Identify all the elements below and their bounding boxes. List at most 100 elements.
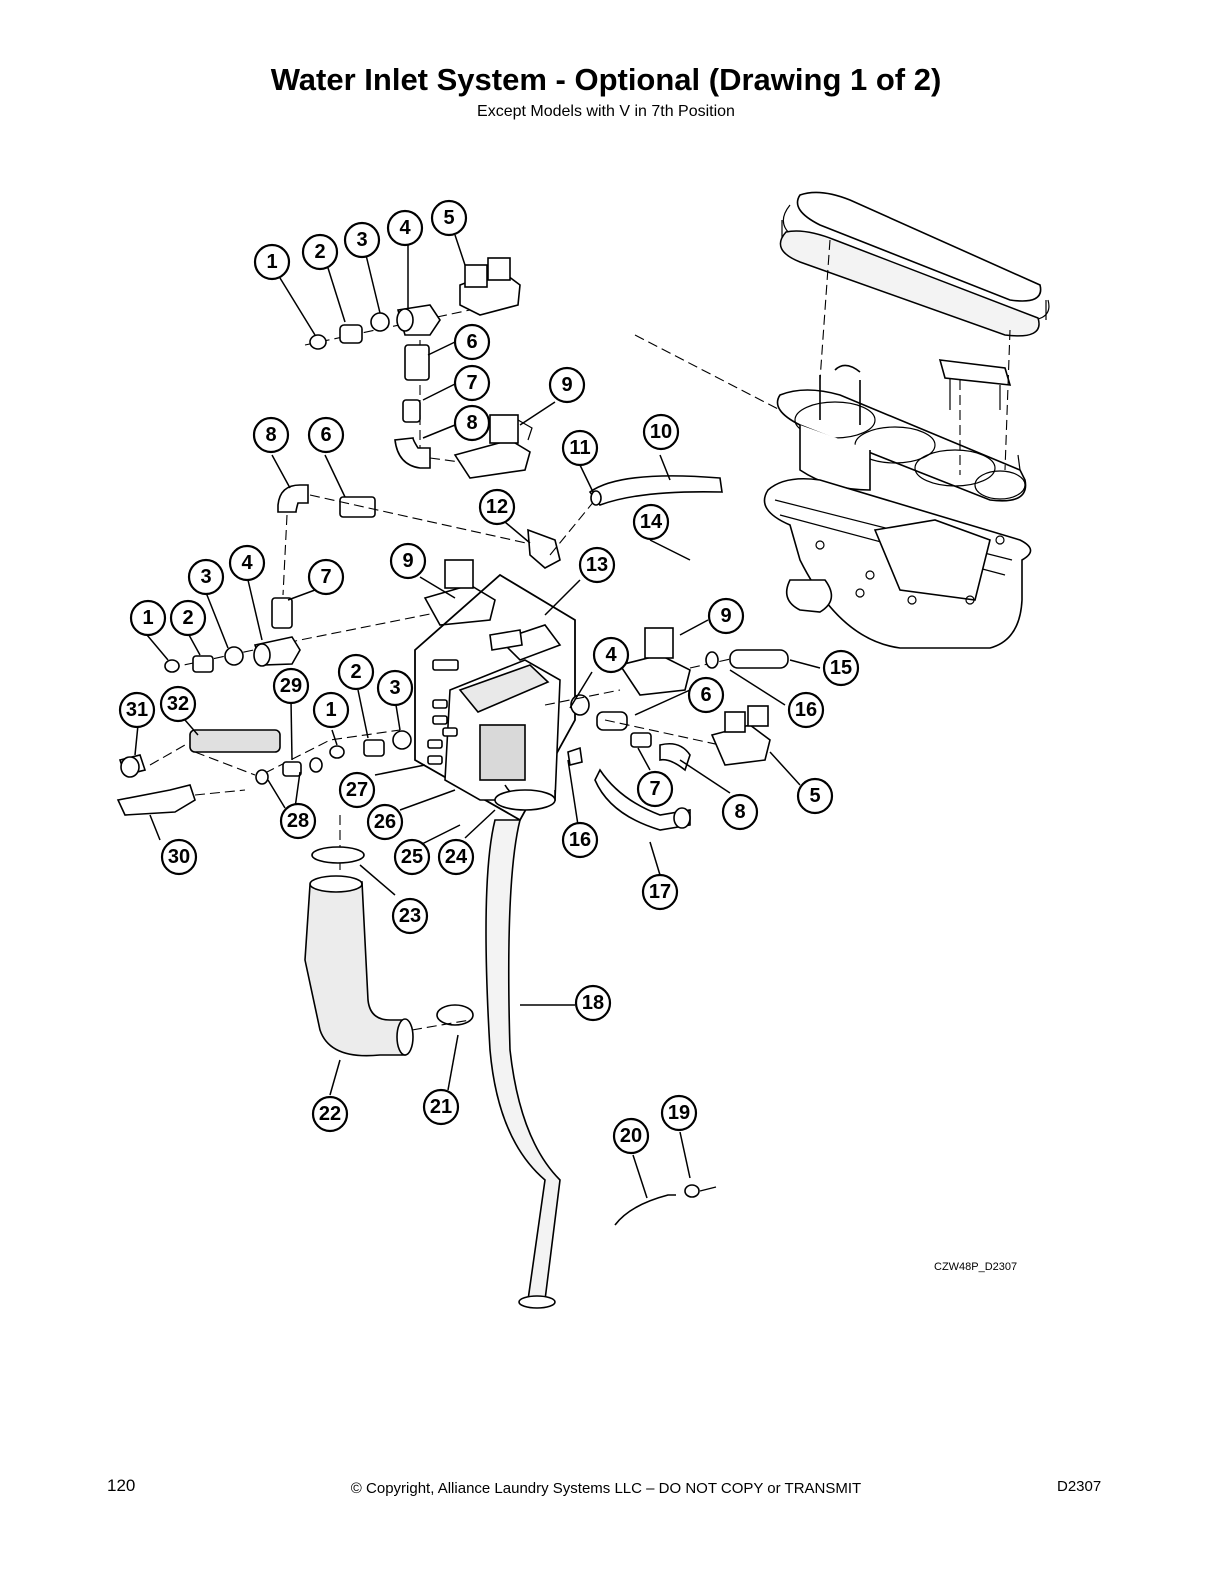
svg-text:4: 4 bbox=[605, 644, 617, 666]
svg-text:7: 7 bbox=[320, 566, 331, 588]
svg-text:13: 13 bbox=[586, 554, 608, 576]
callout-16-right: 16 bbox=[787, 691, 825, 729]
svg-text:14: 14 bbox=[640, 511, 663, 533]
callout-6-right: 6 bbox=[687, 676, 725, 714]
svg-text:9: 9 bbox=[561, 374, 572, 396]
svg-text:20: 20 bbox=[620, 1125, 642, 1147]
drawing-code: CZW48P_D2307 bbox=[934, 1261, 1018, 1273]
svg-text:22: 22 bbox=[319, 1103, 341, 1125]
callout-22: 22 bbox=[311, 1095, 349, 1133]
callout-2-left: 2 bbox=[169, 599, 207, 637]
elbow-pipe-drawing bbox=[277, 475, 723, 596]
callout-14: 14 bbox=[632, 503, 670, 541]
callout-30: 30 bbox=[160, 838, 198, 876]
callout-6-upper: 6 bbox=[453, 323, 491, 361]
svg-text:32: 32 bbox=[167, 693, 189, 715]
svg-text:30: 30 bbox=[168, 846, 190, 868]
svg-text:6: 6 bbox=[320, 424, 331, 446]
svg-text:6: 6 bbox=[700, 684, 711, 706]
callout-4-left: 4 bbox=[228, 544, 266, 582]
svg-text:26: 26 bbox=[374, 811, 396, 833]
leader-lines bbox=[134, 234, 821, 1199]
svg-text:9: 9 bbox=[720, 605, 731, 627]
callout-27: 27 bbox=[338, 771, 376, 809]
right-valve-group-drawing bbox=[544, 627, 789, 831]
tub-assembly-drawing bbox=[634, 191, 1050, 649]
callout-12: 12 bbox=[478, 488, 516, 526]
callout-1-center: 1 bbox=[312, 691, 350, 729]
svg-text:8: 8 bbox=[265, 424, 276, 446]
callout-8-mid: 8 bbox=[252, 416, 290, 454]
callout-9-upper: 9 bbox=[548, 366, 586, 404]
callout-11: 11 bbox=[561, 429, 599, 467]
callout-32: 32 bbox=[159, 685, 197, 723]
callout-9-right: 9 bbox=[707, 597, 745, 635]
callout-10: 10 bbox=[642, 413, 680, 451]
lower-hoses-drawing bbox=[304, 815, 717, 1309]
callout-5-upper: 5 bbox=[430, 199, 468, 237]
svg-text:5: 5 bbox=[443, 207, 454, 229]
svg-text:19: 19 bbox=[668, 1102, 690, 1124]
callout-6-mid: 6 bbox=[307, 416, 345, 454]
svg-text:1: 1 bbox=[142, 607, 153, 629]
page-title: Water Inlet System - Optional (Drawing 1… bbox=[270, 62, 942, 97]
svg-text:2: 2 bbox=[182, 607, 193, 629]
callout-21: 21 bbox=[422, 1088, 460, 1126]
callout-7-right: 7 bbox=[636, 770, 674, 808]
svg-text:28: 28 bbox=[287, 810, 309, 832]
svg-text:3: 3 bbox=[356, 229, 367, 251]
callout-1-upper: 1 bbox=[253, 243, 291, 281]
svg-text:9: 9 bbox=[402, 550, 413, 572]
svg-text:7: 7 bbox=[466, 372, 477, 394]
callout-9-mid: 9 bbox=[389, 542, 427, 580]
svg-text:10: 10 bbox=[650, 421, 672, 443]
callout-7-upper: 7 bbox=[453, 364, 491, 402]
svg-text:3: 3 bbox=[389, 677, 400, 699]
callout-23: 23 bbox=[391, 897, 429, 935]
svg-text:5: 5 bbox=[809, 785, 820, 807]
callout-24: 24 bbox=[437, 838, 475, 876]
callout-8-upper: 8 bbox=[453, 404, 491, 442]
svg-text:23: 23 bbox=[399, 905, 421, 927]
callout-28: 28 bbox=[279, 802, 317, 840]
callout-4-mid: 4 bbox=[592, 636, 630, 674]
callout-1-left: 1 bbox=[129, 599, 167, 637]
callout-5-right: 5 bbox=[796, 777, 834, 815]
document-code: D2307 bbox=[1057, 1478, 1102, 1495]
svg-text:16: 16 bbox=[569, 829, 591, 851]
svg-text:3: 3 bbox=[200, 566, 211, 588]
callout-31: 31 bbox=[118, 691, 156, 729]
left-lower-group-drawing bbox=[116, 729, 412, 816]
callout-2-center: 2 bbox=[337, 653, 375, 691]
svg-text:7: 7 bbox=[649, 778, 660, 800]
callout-18: 18 bbox=[574, 984, 612, 1022]
callout-29: 29 bbox=[272, 667, 310, 705]
page-subtitle: Except Models with V in 7th Position bbox=[477, 103, 735, 120]
svg-text:2: 2 bbox=[350, 661, 361, 683]
svg-text:29: 29 bbox=[280, 675, 302, 697]
svg-text:17: 17 bbox=[649, 881, 671, 903]
svg-text:1: 1 bbox=[266, 251, 277, 273]
callout-15: 15 bbox=[822, 649, 860, 687]
svg-text:31: 31 bbox=[126, 699, 148, 721]
svg-text:4: 4 bbox=[399, 217, 411, 239]
callout-2-upper: 2 bbox=[301, 233, 339, 271]
svg-text:25: 25 bbox=[401, 846, 423, 868]
svg-text:11: 11 bbox=[569, 437, 590, 459]
svg-text:6: 6 bbox=[466, 331, 477, 353]
callout-26: 26 bbox=[366, 803, 404, 841]
callout-3-left: 3 bbox=[187, 558, 225, 596]
svg-text:8: 8 bbox=[466, 412, 477, 434]
callout-19: 19 bbox=[660, 1094, 698, 1132]
svg-text:15: 15 bbox=[830, 657, 852, 679]
svg-text:21: 21 bbox=[430, 1096, 452, 1118]
upper-valve-group-drawing bbox=[304, 257, 533, 479]
page-number: 120 bbox=[107, 1476, 136, 1495]
callout-3-upper: 3 bbox=[343, 221, 381, 259]
svg-text:16: 16 bbox=[795, 699, 817, 721]
callout-3-center: 3 bbox=[376, 669, 414, 707]
copyright-notice: © Copyright, Alliance Laundry Systems LL… bbox=[350, 1480, 862, 1497]
callout-13: 13 bbox=[578, 546, 616, 584]
svg-text:1: 1 bbox=[325, 699, 336, 721]
